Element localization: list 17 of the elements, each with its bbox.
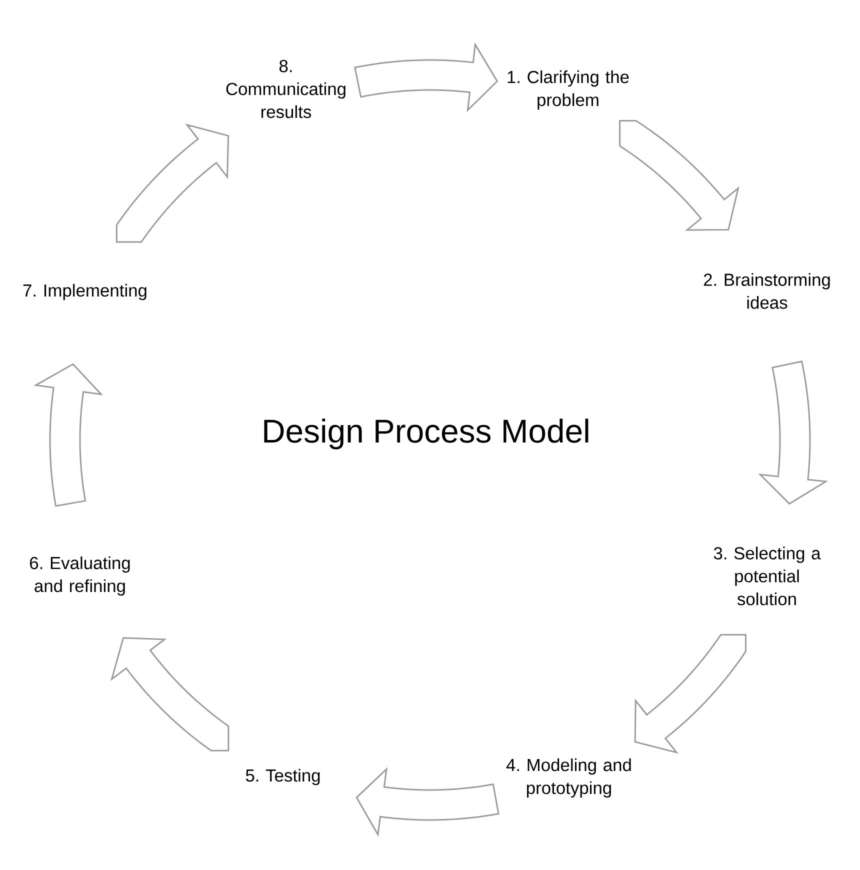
step-label: 6. Evaluating and refining: [30, 556, 130, 596]
block-arrow: [356, 767, 500, 837]
block-arrow: [116, 123, 230, 243]
step-label: 3. Selecting a potential solution: [714, 546, 821, 606]
step-label: 5. Testing: [246, 768, 320, 786]
step-label: 8. Communicating results: [226, 60, 346, 118]
step-label: 1. Clarifying the problem: [508, 70, 629, 110]
title: Design Process Model: [264, 418, 588, 450]
step-label: 2. Brainstorming ideas: [704, 273, 830, 309]
block-arrow: [34, 363, 104, 507]
block-arrow: [354, 42, 498, 112]
block-arrow: [758, 360, 828, 505]
step-label: 4. Modeling and prototyping: [506, 758, 631, 798]
step-label: 7. Implementing: [23, 284, 146, 300]
block-arrow: [619, 120, 740, 231]
block-arrow: [634, 634, 746, 754]
block-arrow: [110, 637, 230, 752]
